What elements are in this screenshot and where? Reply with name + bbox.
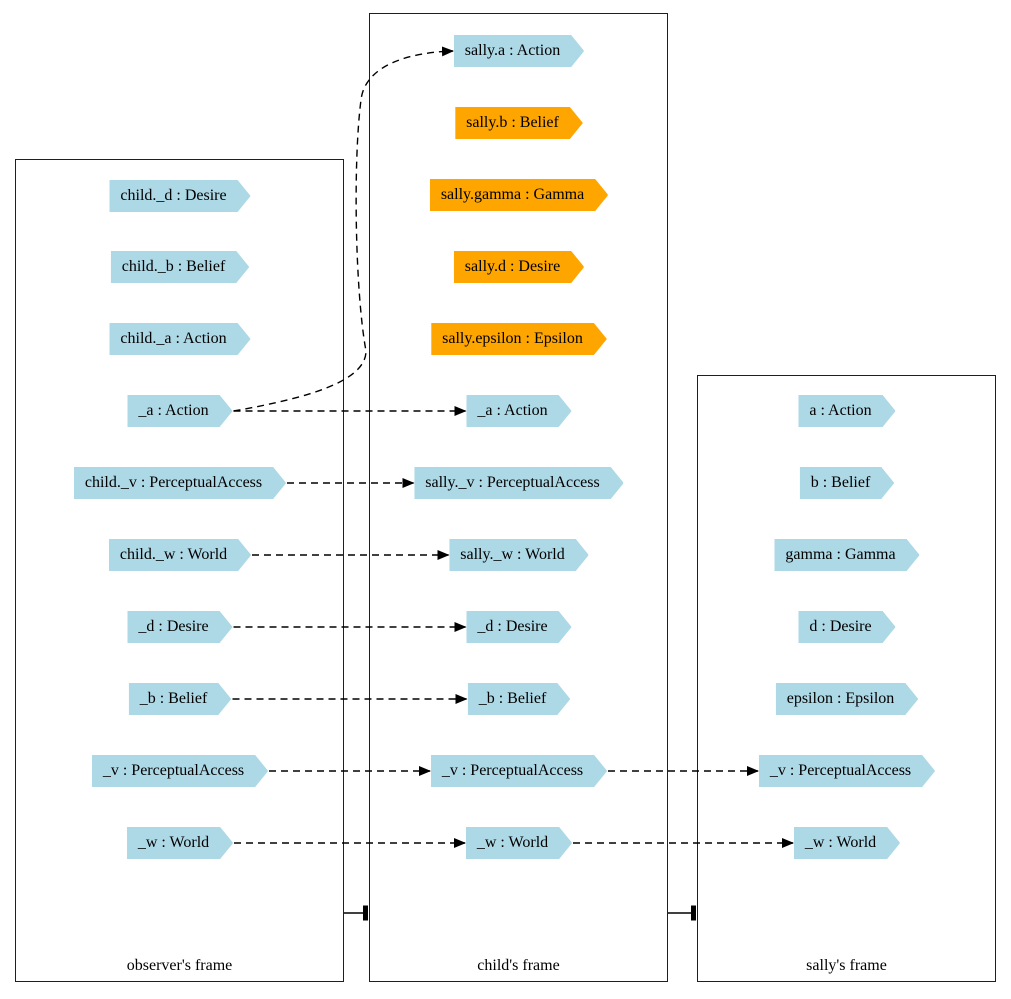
node-sa-b: b : Belief [800, 467, 895, 499]
node-ch-_v: _v : PerceptualAccess [431, 755, 607, 787]
node-ch-sally_b: sally.b : Belief [455, 107, 583, 139]
tee-arrowhead-icon [363, 905, 368, 921]
frame-observer-label: observer's frame [126, 957, 233, 974]
node-ch-_b: _b : Belief [468, 683, 571, 715]
node-ch-_w: _w : World [466, 827, 572, 859]
node-sa-_v: _v : PerceptualAccess [759, 755, 935, 787]
node-sa-a: a : Action [798, 395, 895, 427]
node-obs-_b: _b : Belief [129, 683, 232, 715]
node-obs-_w: _w : World [127, 827, 233, 859]
node-sa-gamma: gamma : Gamma [774, 539, 919, 571]
node-obs-child_v: child._v : PerceptualAccess [74, 467, 286, 499]
node-ch-sally_d: sally.d : Desire [454, 251, 584, 283]
node-sa-d: d : Desire [798, 611, 895, 643]
node-sa-epsilon: epsilon : Epsilon [776, 683, 919, 715]
node-obs-_v: _v : PerceptualAccess [92, 755, 268, 787]
node-ch-_d: _d : Desire [466, 611, 571, 643]
frame-child-label: child's frame [477, 957, 560, 974]
frame-observer: observer's frame [15, 159, 344, 982]
node-obs-child_d: child._d : Desire [109, 180, 250, 212]
node-ch-_a: _a : Action [466, 395, 571, 427]
node-obs-_a: _a : Action [127, 395, 232, 427]
node-ch-sally_w: sally._w : World [449, 539, 588, 571]
frame-sally: sally's frame [697, 375, 996, 982]
node-ch-sally_v: sally._v : PerceptualAccess [414, 467, 623, 499]
node-sa-_w: _w : World [794, 827, 900, 859]
node-obs-_d: _d : Desire [127, 611, 232, 643]
node-ch-sally_a: sally.a : Action [454, 35, 584, 67]
tee-arrowhead-icon [691, 905, 696, 921]
node-obs-child_a: child._a : Action [109, 323, 250, 355]
node-ch-sally_gamma: sally.gamma : Gamma [430, 179, 608, 211]
frame-child: child's frame [369, 13, 668, 982]
frame-sally-label: sally's frame [806, 957, 887, 974]
node-obs-child_b: child._b : Belief [111, 251, 250, 283]
node-ch-sally_epsilon: sally.epsilon : Epsilon [431, 323, 607, 355]
node-obs-child_w: child._w : World [109, 539, 251, 571]
